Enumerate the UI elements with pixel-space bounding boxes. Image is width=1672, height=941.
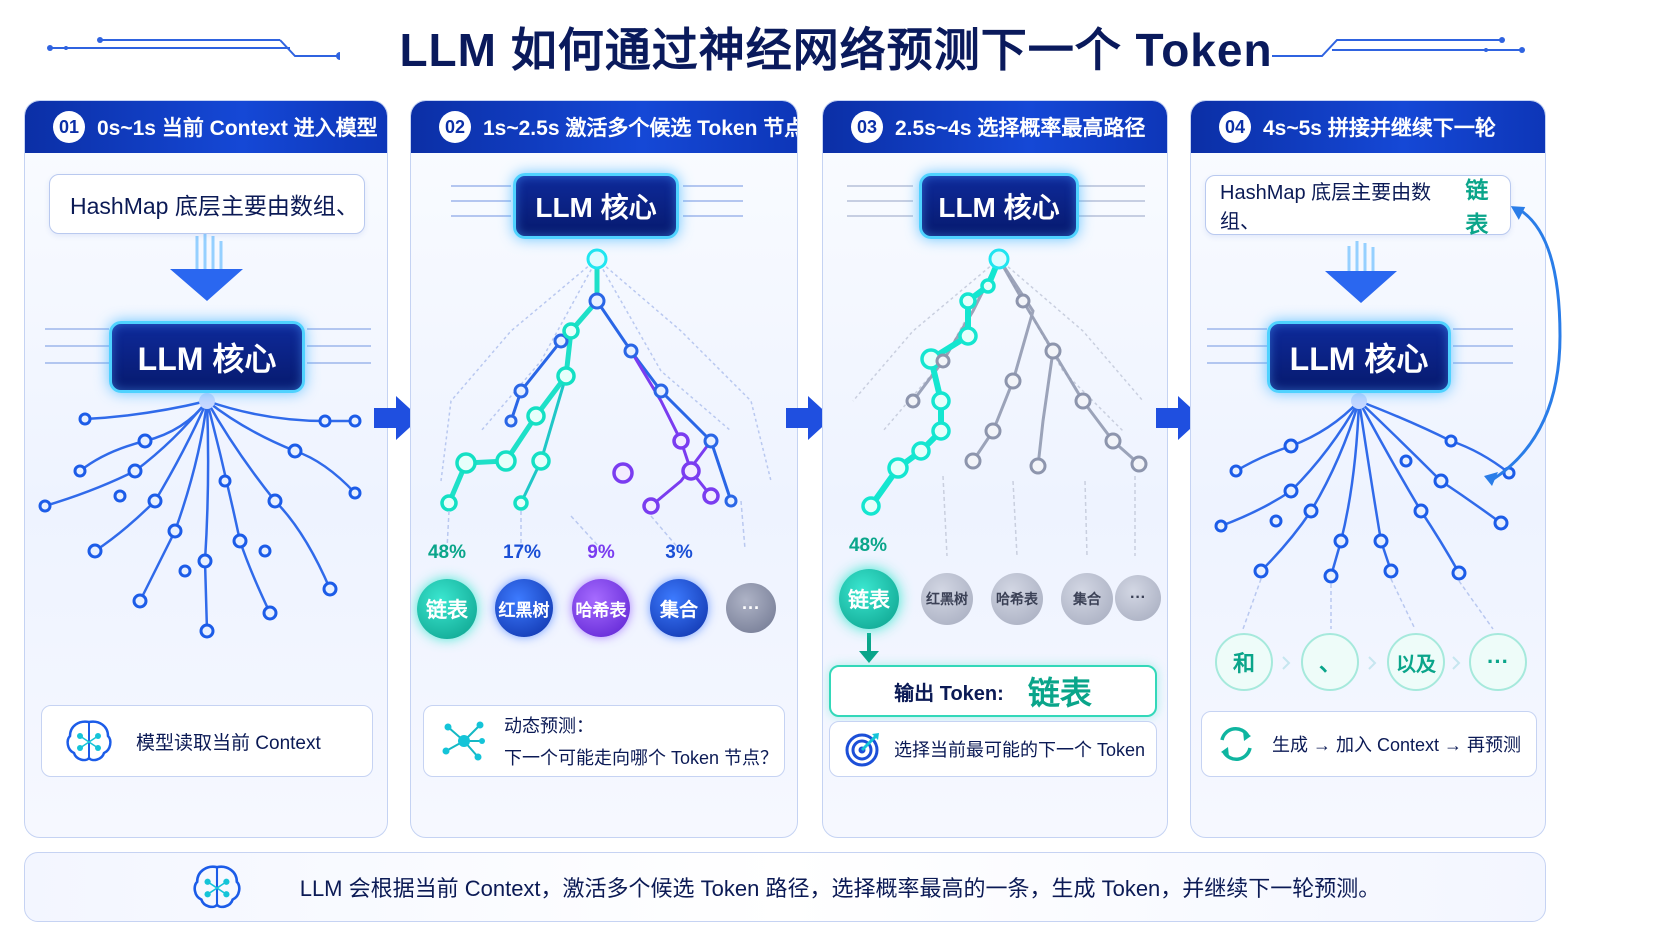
circuit-decoration-right [1272, 37, 1525, 57]
step-number: 01 [53, 111, 85, 143]
panel-1-header: 01 0s~1s 当前 Context 进入模型 [25, 101, 387, 153]
info-box-1: 模型读取当前 Context [41, 705, 373, 777]
info-line-2: 下一个可能走向哪个 Token 节点？ [504, 748, 779, 768]
next-token-node: ··· [1469, 633, 1527, 691]
summary-footer: LLM 会根据当前 Context，激活多个候选 Token 路径，选择概率最高… [24, 852, 1546, 922]
context-highlight-token: 链表 [1465, 177, 1489, 237]
panel-3-header: 03 2.5s~4s 选择概率最高路径 [823, 101, 1167, 153]
arrow-right-icon [786, 396, 832, 440]
neural-tree-4 [1207, 241, 1516, 670]
next-token-node: 、 [1301, 633, 1359, 691]
panel-step-1: 01 0s~1s 当前 Context 进入模型 HashMap 底层主要由数组… [24, 100, 388, 838]
arrow-right-icon [1156, 396, 1202, 440]
output-token-box: 输出 Token: 链表 [829, 665, 1157, 717]
token-node-linked-list: 链表 [417, 579, 477, 639]
token-node-rb-tree: 红黑树 [921, 573, 973, 625]
next-token-node: 和 [1215, 633, 1273, 691]
token-node-more: ··· [726, 583, 776, 633]
network-icon [442, 719, 486, 763]
circuit-decoration-left [47, 37, 340, 60]
info-box-4: 生成 → 加入 Context → 再预测 [1201, 711, 1537, 777]
panel-step-2: 02 1s~2.5s 激活多个候选 Token 节点 LLM 核心 48% 17… [410, 100, 798, 838]
output-token: 链表 [1027, 675, 1092, 711]
info-box-2: 动态预测： 下一个可能走向哪个 Token 节点？ [423, 705, 785, 777]
context-text: HashMap 底层主要由数组、 [1220, 182, 1432, 233]
probability-label: 17% [502, 542, 542, 563]
arrow-right-icon [374, 396, 420, 440]
panel-step-4: 04 4s~5s 拼接并继续下一轮 HashMap 底层主要由数组、 链表 LL… [1190, 100, 1546, 838]
step-label: 4s~5s 拼接并继续下一轮 [1263, 117, 1496, 140]
probability-label: 48% [848, 535, 888, 556]
output-label: 输出 Token: [894, 682, 1004, 705]
step-label: 0s~1s 当前 Context 进入模型 [97, 117, 378, 140]
neural-tree-3 [847, 185, 1148, 663]
llm-core: LLM 核心 [513, 173, 679, 239]
page-title: LLM 如何通过神经网络预测下一个 Token [399, 24, 1273, 76]
panel-step-3: 03 2.5s~4s 选择概率最高路径 LLM 核心 48% 链表 红黑树 哈希… [822, 100, 1168, 838]
context-text: HashMap 底层主要由数组、 [70, 193, 359, 219]
footer-text: LLM 会根据当前 Context，激活多个候选 Token 路径，选择概率最高… [299, 876, 1381, 901]
llm-core: LLM 核心 [1267, 321, 1451, 393]
info-box-3: 选择当前最可能的下一个 Token [829, 721, 1157, 777]
panel-4-header: 04 4s~5s 拼接并继续下一轮 [1191, 101, 1545, 153]
info-line-1: 动态预测： [504, 716, 594, 736]
llm-core: LLM 核心 [109, 321, 305, 393]
step-number: 02 [439, 111, 471, 143]
probability-label: 9% [587, 542, 615, 563]
token-node-set: 集合 [1061, 573, 1113, 625]
token-node-linked-list: 链表 [839, 569, 899, 629]
token-node-set: 集合 [650, 579, 708, 637]
step-label: 2.5s~4s 选择概率最高路径 [895, 117, 1146, 140]
probability-label: 3% [665, 542, 693, 563]
brain-icon [190, 863, 244, 911]
probability-label: 48% [427, 542, 467, 563]
neural-tree-2 [440, 185, 772, 550]
neural-tree-1 [38, 231, 371, 639]
info-text: 模型读取当前 Context [136, 732, 321, 754]
next-token-node: 以及 [1387, 633, 1445, 691]
token-node-rb-tree: 红黑树 [495, 579, 553, 637]
panel-2-header: 02 1s~2.5s 激活多个候选 Token 节点 [411, 101, 797, 153]
info-text: 选择当前最可能的下一个 Token [894, 740, 1146, 760]
cycle-icon [1216, 724, 1256, 764]
llm-core: LLM 核心 [919, 173, 1079, 239]
brain-icon [64, 718, 114, 764]
context-input-box: HashMap 底层主要由数组、 [49, 174, 365, 234]
token-node-hash-table: 哈希表 [991, 573, 1043, 625]
token-node-more: ··· [1115, 575, 1161, 621]
target-icon [844, 730, 882, 768]
token-node-hash-table: 哈希表 [572, 579, 630, 637]
step-number: 04 [1219, 111, 1251, 143]
step-number: 03 [851, 111, 883, 143]
context-input-box: HashMap 底层主要由数组、 链表 [1205, 175, 1511, 237]
loop-back-arrow-icon [1484, 206, 1562, 486]
info-text: 生成 → 加入 Context → 再预测 [1272, 735, 1522, 755]
step-label: 1s~2.5s 激活多个候选 Token 节点 [483, 117, 798, 140]
